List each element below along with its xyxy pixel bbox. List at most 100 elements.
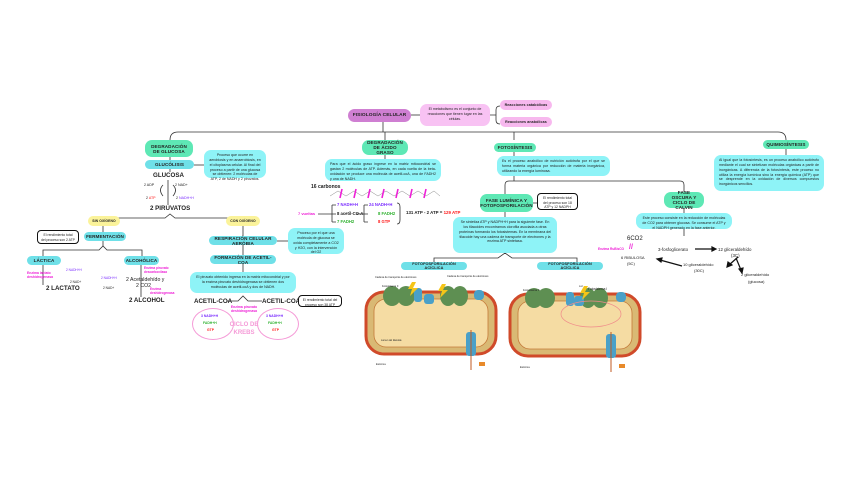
fa-left-fadh: 7 FADH2: [337, 219, 355, 224]
chemosynthesis-description: Al igual que la fotosíntesis, es un proc…: [714, 155, 824, 191]
fatty-acid-degradation-node[interactable]: DEGRADACIÓN DE ÁCIDO GRASO: [362, 140, 408, 155]
co2-label: 2 CO2: [136, 283, 151, 289]
fatty-acid-chain-diagram: [329, 188, 441, 199]
aerobic-description: Proceso por el que una molécula de gluco…: [288, 228, 344, 254]
fa-right-gtp: 8 GTP: [378, 219, 391, 224]
dark-phase-node[interactable]: FASE OSCURA Y CICLO DE CALVIN: [664, 190, 704, 210]
glucose-degradation-node[interactable]: DEGRADACIÓN DE GLUCOSA: [145, 140, 193, 157]
acetyl-coa-formation-node[interactable]: FORMACIÓN DE ACETIL-COA: [210, 255, 276, 265]
chemosynthesis-node[interactable]: QUIMIOSÍNTESIS: [763, 140, 809, 149]
photosynthesis-description: Es el proceso anabólico de nutrición aut…: [497, 156, 610, 176]
pyruvate-dehydrogenase-enzyme: Enzima piruvato deshidrogenasa: [230, 305, 258, 314]
krebs-right-fadh: FADH+H: [268, 321, 282, 325]
dehydrogenase-enzyme: Enzima deshidrogenasa: [150, 287, 175, 296]
calvin-g2c: (glucosa): [748, 279, 765, 284]
pyruvates-label: 2 PIRUVATOS: [150, 205, 191, 212]
aerobic-label[interactable]: CON OXÍGENO: [226, 216, 260, 226]
calvin-g10: 10 gliceraldehído: [683, 262, 714, 267]
krebs-cycle-label: CICLO DE KREBS: [229, 322, 259, 336]
photosynthesis-node[interactable]: FOTOSÍNTESIS: [494, 143, 536, 152]
lactic-node[interactable]: LÁCTICA: [27, 256, 61, 265]
krebs-cycle-right: [257, 308, 299, 340]
acyclic-ps2-label: Fotosistema II: [382, 285, 399, 288]
fermentation-yield-note: El rendimiento total del proceso son 2 A…: [37, 230, 79, 244]
calvin-g12: 12 gliceraldehído: [718, 247, 752, 252]
light-phase-yield-note: El rendimiento total del proceso son 18 …: [537, 193, 578, 210]
alcohol-product: 2 ALCOHOL: [129, 297, 165, 304]
acetyl-coa-description: El piruvato obtenido ingresa en la matri…: [190, 272, 296, 293]
krebs-left-nadh: 3 NADH+H: [201, 314, 219, 318]
carbons-label: 16 carbonos: [311, 184, 341, 190]
turns-label: 7 vueltas: [298, 211, 316, 216]
krebs-cycle-left: [192, 308, 234, 340]
cyclic-ps1-label: Fotosistema I: [588, 287, 608, 291]
fa-result-value: 129 ATP: [443, 210, 461, 215]
catabolic-reactions-node[interactable]: Reacciones catabólicas: [500, 100, 552, 110]
fa-right-nadh: 24 NADH+H: [369, 202, 393, 207]
calvin-g2: 2 gliceraldehído: [741, 272, 770, 277]
light-phase-description: Se sintetiza ATP y NADPH+H para la sigui…: [453, 217, 557, 253]
calvin-phosphoglycerate: 3-fosfoglicerato: [658, 247, 689, 252]
calvin-co2: 6CO2: [627, 236, 643, 242]
lactic-nad: 2 NAD+: [70, 280, 82, 284]
fa-result-prefix: 131 ATP - 2 ATP =: [406, 210, 443, 215]
acetyl-coa-left: ACETIL-COA: [194, 298, 233, 305]
acyclic-lumen-label: Lumen del tilacoide: [381, 339, 402, 342]
lactic-nadh: 2 NADH+H: [66, 268, 82, 272]
anabolic-reactions-node[interactable]: Reacciones anabólicas: [500, 117, 552, 127]
calvin-arrows: [655, 246, 744, 275]
fermentation-node[interactable]: FERMENTACIÓN: [84, 232, 126, 241]
krebs-left-gtp: GTP: [207, 328, 214, 332]
krebs-left-fadh: FADH+H: [203, 321, 217, 325]
lactate-product: 2 LACTATO: [46, 285, 80, 292]
acetaldehyde-label: 2 Acetaldehído y: [126, 277, 165, 283]
fa-result: 131 ATP - 2 ATP = 129 ATP: [406, 210, 460, 215]
nad-label: 2 NAD+: [175, 183, 188, 187]
krebs-right-gtp: GTP: [272, 328, 279, 332]
acyclic-chain-label-1: Cadena de transporte de electrones: [375, 276, 417, 279]
atp-count: 2: [146, 196, 148, 200]
rubisco-enzyme: Enzima RuBisCO: [598, 247, 625, 251]
metabolism-definition: El metabolismo es el conjunto de reaccio…: [420, 104, 490, 126]
fa-right-fadh: 8 FADH2: [378, 211, 396, 216]
anaerobic-label[interactable]: SIN OXÍGENO: [88, 216, 120, 226]
krebs-right-nadh: 3 NADH+H: [266, 314, 284, 318]
aerobic-respiration-node[interactable]: RESPIRACIÓN CELULAR AERÓBIA: [209, 236, 277, 246]
glucose-label: GLUCOSA: [153, 172, 184, 179]
lactate-enzyme: Enzima lactato deshidrogenasa: [27, 271, 54, 280]
nadh-count: 2: [176, 196, 178, 200]
calvin-g12c: (3C): [731, 253, 740, 258]
acyclic-chain-label-2: Cadena de transporte de electrones: [447, 275, 489, 278]
rubisco-mark-icon: //: [629, 244, 633, 251]
cyclic-ps-label: Fotosistema II: [523, 289, 540, 292]
atp-text: ATP: [148, 196, 156, 200]
acyclic-thylakoid-diagram: [364, 282, 498, 370]
alcoholic-nadh: 2 NADH+H: [101, 276, 117, 280]
glycolysis-description: Proceso que ocurre en aerobiosis y en an…: [204, 150, 266, 181]
nadh-text: NADH+H: [179, 196, 194, 200]
alcoholic-node[interactable]: ALCOHÓLICA: [124, 256, 159, 265]
acetyl-coa-right: ACETIL-COA: [262, 298, 301, 305]
pyruvate-decarboxylase-enzyme: Enzima piruvato descarboxilasa: [144, 266, 169, 275]
glycolysis-node[interactable]: GLUCÓLISIS: [145, 160, 194, 169]
adp-label: 2 ADP: [144, 183, 155, 187]
cyclic-photophosphorylation-node[interactable]: FOTOFOSFORILACIÓN ACÍCLICA: [537, 262, 603, 270]
fa-left-nadh: 7 NADH+H: [337, 202, 359, 207]
cyclic-light-label: Luz: [579, 285, 583, 288]
calvin-ribulose: 6 RIBULOSA: [621, 255, 645, 260]
calvin-ribulose-c: (5C): [627, 261, 635, 266]
aerobic-yield-note: El rendimiento total del proceso son 38 …: [298, 295, 342, 307]
calvin-g10c: (30C): [694, 268, 705, 273]
dark-phase-description: Este proceso consiste en la reducción de…: [636, 213, 732, 230]
fatty-acid-description: Para que el ácido graso ingrese en la ma…: [325, 159, 441, 181]
atp-label: 2 ATP: [146, 196, 156, 200]
acyclic-stroma-label: Estroma: [376, 363, 386, 366]
acyclic-photophosphorylation-node[interactable]: FOTOFOSFORILACIÓN ACÍCLICA: [401, 262, 467, 270]
root-node[interactable]: FISIOLOGÍA CELULAR: [348, 109, 411, 122]
fa-left-acetyl: 8 acetil-CO-A: [337, 211, 364, 216]
cyclic-thylakoid-diagram: [508, 286, 642, 372]
alcoholic-nad: 2 NAD+: [103, 286, 115, 290]
light-phase-node[interactable]: FASE LUMÍNICA Y FOTOFOSFORILACIÓN: [480, 194, 533, 212]
cyclic-stroma-label: Estroma: [520, 366, 530, 369]
